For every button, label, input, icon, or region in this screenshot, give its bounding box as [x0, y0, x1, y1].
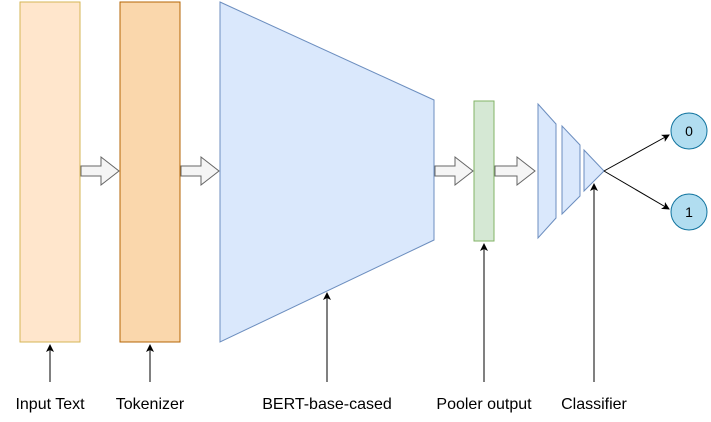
tokenizer-block	[119, 1, 181, 343]
pooler-output-block	[473, 100, 495, 242]
edge-to-class-0	[603, 134, 670, 172]
output-node-1-label: 1	[685, 204, 693, 220]
edge-to-class-1	[603, 170, 670, 210]
output-node-1: 1	[670, 193, 708, 231]
classifier-label: Classifier	[561, 396, 627, 413]
classifier-layer-1	[537, 102, 557, 240]
flow-arrow-4	[494, 155, 536, 187]
classifier-layer-3	[583, 148, 605, 193]
flow-arrow-3	[434, 155, 474, 187]
output-node-0-label: 0	[685, 123, 693, 139]
pooler-output-label: Pooler output	[436, 396, 532, 413]
bert-label: BERT-base-cased	[262, 396, 392, 413]
output-node-0: 0	[670, 112, 708, 150]
flow-arrow-1	[80, 155, 120, 187]
classifier-layer-2	[561, 124, 581, 216]
tokenizer-label: Tokenizer	[116, 396, 185, 413]
bert-encoder-shape	[219, 1, 435, 343]
input-text-block	[19, 1, 81, 343]
input-text-label: Input Text	[15, 396, 85, 413]
flow-arrow-2	[180, 155, 220, 187]
